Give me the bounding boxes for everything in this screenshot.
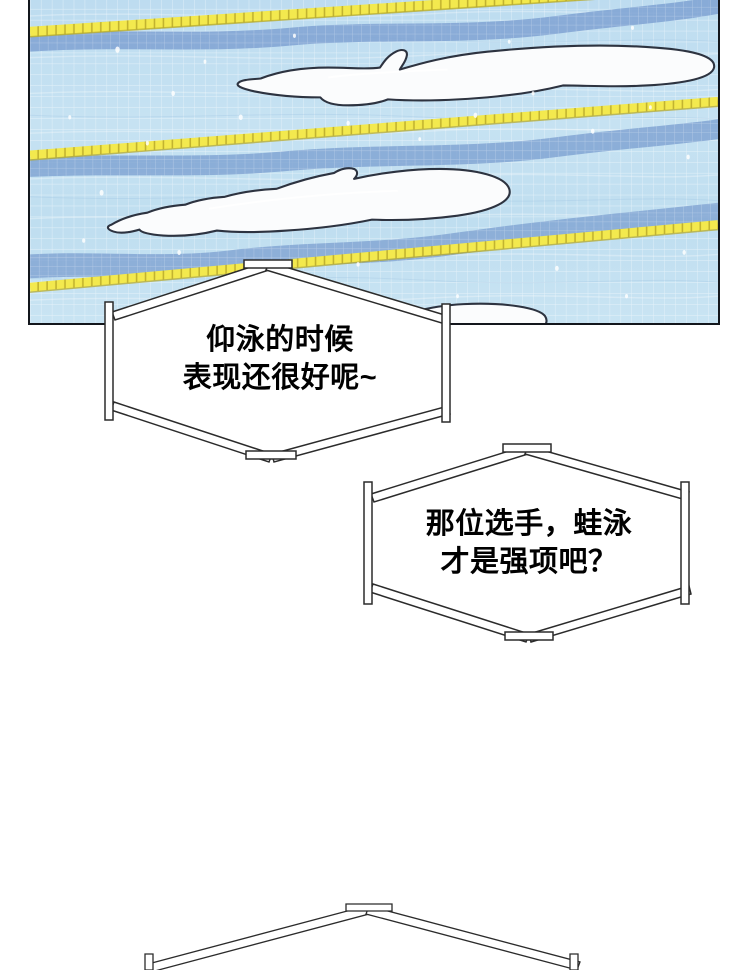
swimmer-lane-2 xyxy=(106,167,511,237)
water-sparkles xyxy=(68,25,690,299)
lane-rope-1-group xyxy=(30,0,718,52)
swimmer-lane-1 xyxy=(236,44,716,107)
speech-bubble-2-frame xyxy=(363,443,692,643)
speech-bubble-3-frame xyxy=(144,903,581,970)
speech-bubble-1-frame xyxy=(104,259,451,463)
pool-scene-illustration xyxy=(30,0,718,323)
lane-rope-2-group xyxy=(30,96,718,177)
swimming-pool-panel xyxy=(28,0,720,325)
speech-bubble-1-text: 仰泳的时候 表现还很好呢~ xyxy=(182,324,378,394)
lane-rope-3-group xyxy=(30,202,718,293)
speech-bubble-1[interactable]: 仰泳的时候 表现还很好呢~ xyxy=(92,258,468,466)
speech-bubble-3-partial[interactable] xyxy=(138,900,588,970)
speech-bubble-2[interactable]: 那位选手，蛙泳 才是强项吧？ xyxy=(355,440,703,650)
speech-bubble-2-text: 那位选手，蛙泳 才是强项吧？ xyxy=(425,508,633,578)
